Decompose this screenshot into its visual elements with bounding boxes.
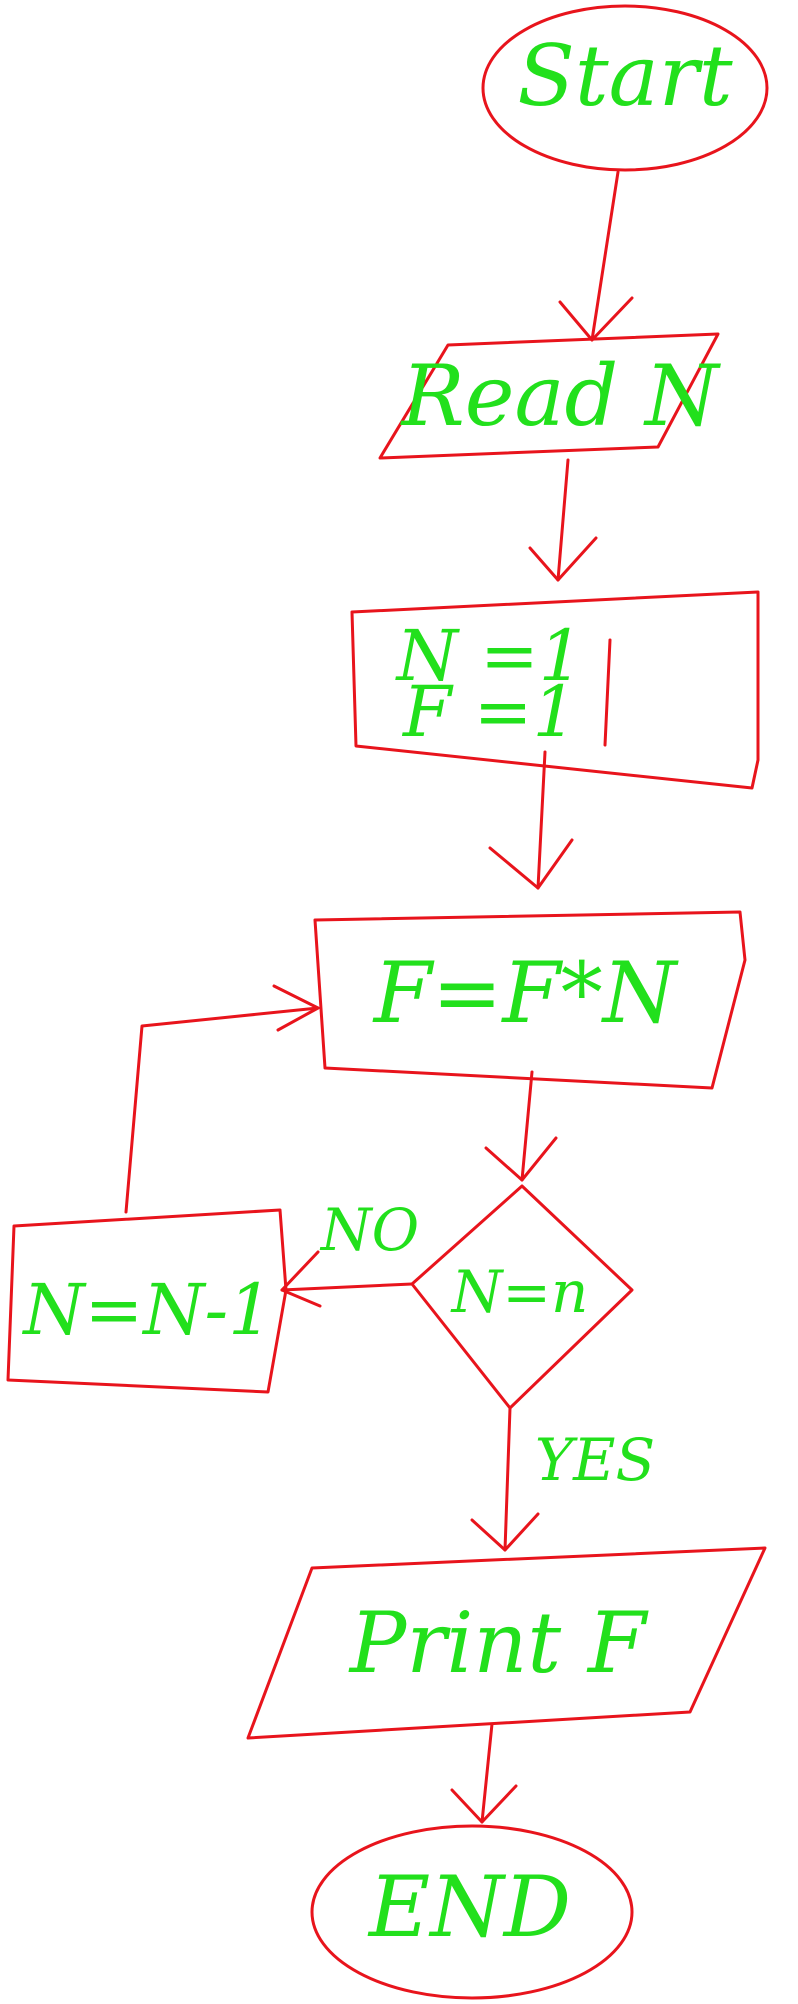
decision-node: N=n (410, 1184, 634, 1410)
init-label-f: F =1 (401, 671, 577, 753)
arrow-multiply-to-decision (484, 1070, 558, 1182)
arrow-print-to-end (450, 1722, 518, 1824)
end-node: END (310, 1824, 634, 2000)
arrow-init-to-multiply (488, 750, 574, 890)
arrow-start-to-read (558, 170, 634, 342)
decrement-label: N=N-1 (21, 1269, 272, 1351)
decision-label: N=n (450, 1258, 589, 1326)
read-label: Read N (399, 347, 721, 445)
arrow-read-to-init (528, 458, 598, 582)
arrow-no-branch: NO (280, 1196, 419, 1308)
init-rectangle (350, 590, 760, 790)
multiply-label: F=F*N (372, 944, 679, 1042)
yes-label: YES (535, 1426, 655, 1494)
print-parallelogram (246, 1546, 767, 1740)
print-label: Print F (348, 1594, 649, 1692)
start-ellipse (481, 4, 769, 172)
read-node: Read N (378, 332, 721, 460)
decrement-rectangle (6, 1208, 288, 1394)
start-node: Start (481, 4, 769, 172)
multiply-node: F=F*N (313, 910, 747, 1090)
no-label: NO (319, 1196, 419, 1264)
start-label: Start (517, 27, 733, 125)
init-node: N =1 F =1 (350, 590, 760, 790)
init-side-stroke (603, 638, 612, 747)
decrement-node: N=N-1 (6, 1208, 288, 1394)
arrow-yes-branch: YES (470, 1406, 655, 1552)
arrow-loop-back (124, 984, 320, 1214)
init-label-n: N =1 (395, 615, 584, 697)
end-ellipse (310, 1824, 634, 2000)
print-node: Print F (246, 1546, 767, 1740)
multiply-rectangle (313, 910, 747, 1090)
read-parallelogram (378, 332, 720, 460)
end-label: END (367, 1858, 571, 1956)
